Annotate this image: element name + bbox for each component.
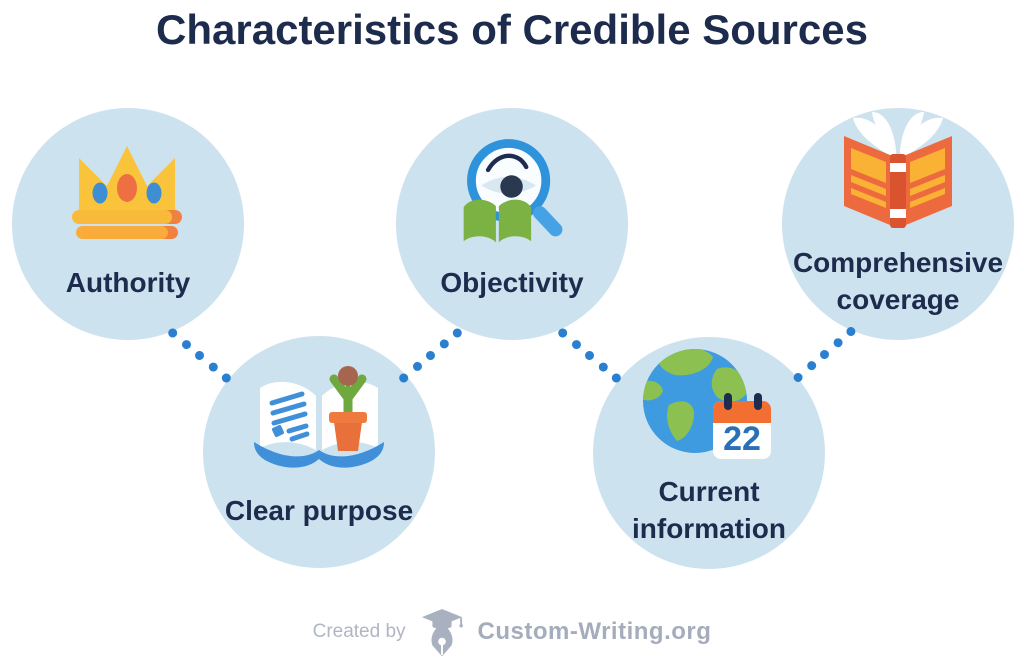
calendar-day-number: 22	[723, 420, 761, 458]
open-book-plant-icon	[245, 356, 393, 482]
connector-dot	[193, 349, 206, 362]
bubble-comprehensive-coverage: Comprehensive coverage	[782, 108, 1014, 340]
connector-objectivity-current-information	[556, 326, 623, 385]
connector-dot	[596, 360, 610, 374]
connector-dot	[410, 360, 424, 374]
brand-name: Custom-Writing.org	[477, 618, 712, 645]
connector-dot	[818, 348, 831, 361]
connector-dot	[583, 349, 596, 362]
connector-dot	[179, 337, 193, 351]
connector-dot	[831, 336, 845, 350]
page-title: Characteristics of Credible Sources	[156, 6, 868, 53]
crown-icon	[62, 138, 192, 246]
bubble-objectivity: Objectivity	[396, 108, 628, 340]
created-by-label: Created by	[312, 621, 406, 642]
bubble-label-current-information: Current information	[632, 476, 786, 544]
bubble-label-clear-purpose: Clear purpose	[224, 495, 414, 526]
connector-authority-clear-purpose	[166, 326, 233, 385]
footer: Created by Custom-Writing.org	[0, 604, 1024, 660]
bubble-label-objectivity: Objectivity	[440, 267, 584, 298]
connector-dot	[804, 359, 818, 373]
connector-dot	[437, 337, 451, 351]
standing-open-book-icon	[833, 110, 963, 240]
connector-dot	[569, 337, 583, 351]
bubble-clear-purpose: Clear purpose	[203, 336, 435, 568]
connector-dot	[206, 360, 220, 374]
bubble-label-comprehensive-coverage: Comprehensive coverage	[792, 247, 1004, 315]
bubble-authority: Authority	[12, 108, 244, 340]
connector-dot	[424, 349, 437, 362]
connector-clear-purpose-objectivity	[397, 326, 464, 385]
bubble-current-information: 22 Current information	[593, 337, 825, 569]
globe-calendar-icon: 22	[637, 343, 782, 465]
bubble-label-authority: Authority	[65, 267, 191, 298]
magnifier-eye-book-icon	[448, 126, 580, 250]
connector-current-information-comprehensive-coverage	[791, 325, 858, 384]
brand-logo-icon	[420, 607, 464, 657]
